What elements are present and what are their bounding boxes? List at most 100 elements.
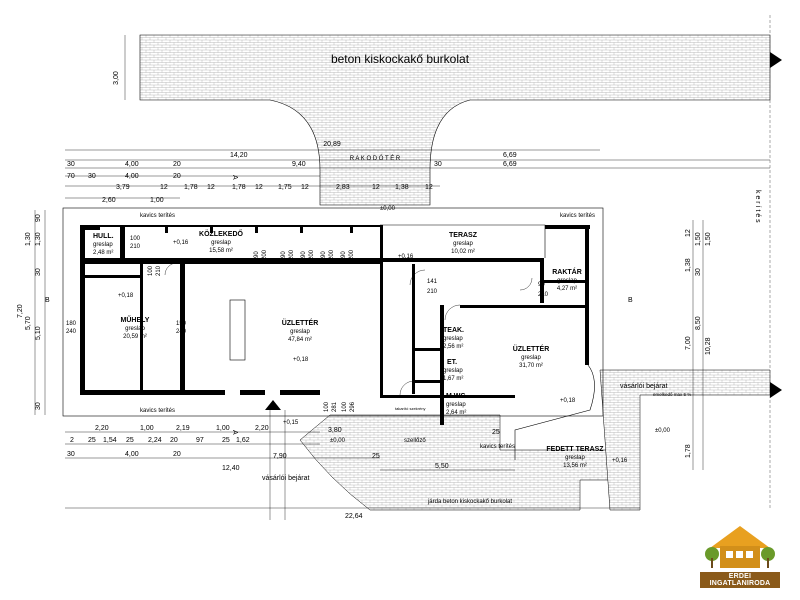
svg-text:30: 30 [35,402,42,410]
svg-text:7,90: 7,90 [273,453,287,460]
dim: 6,69 [503,152,517,159]
svg-text:90: 90 [254,251,260,258]
svg-text:90: 90 [341,251,347,258]
dim: 14,20 [230,152,248,159]
svg-text:47,84 m²: 47,84 m² [288,337,312,343]
dim-chains-right: 12 1,50 1,50 1,38 30 7,00 8,50 10,28 1,7… [685,220,712,470]
svg-text:greslap: greslap [211,240,231,246]
svg-text:1,62: 1,62 [236,437,250,444]
svg-text:2,20: 2,20 [95,425,109,432]
svg-text:greslap: greslap [290,329,310,335]
entrance-label-right: vásárlói bejárat [620,383,668,390]
room-muhely: MŰHELY greslap 20,59 m² [121,315,150,340]
section-mark-a: A [231,175,238,180]
dim: 20 [173,173,181,180]
gravel-label: kavics terítés [560,213,595,219]
svg-text:greslap: greslap [125,326,145,332]
ventilation-label: szellőző [404,438,426,444]
svg-text:90: 90 [35,214,42,222]
dim: 6,69 [503,161,517,168]
svg-text:greslap: greslap [565,455,585,461]
svg-text:200: 200 [289,249,295,260]
svg-text:100: 100 [148,265,154,276]
svg-text:greslap: greslap [557,278,577,284]
dim: 9,40 [292,161,306,168]
svg-text:2,56 m²: 2,56 m² [443,344,463,350]
svg-text:200: 200 [262,249,268,260]
svg-text:+0,15: +0,15 [283,420,299,426]
dim: 12 [301,184,309,191]
svg-text:25: 25 [126,437,134,444]
svg-text:greslap: greslap [443,336,463,342]
svg-text:+0,18: +0,18 [293,357,309,363]
svg-text:296: 296 [350,401,356,412]
svg-text:2,48 m²: 2,48 m² [93,250,113,256]
terrace-outline [380,224,546,258]
svg-text:200: 200 [329,249,335,260]
svg-text:100: 100 [130,236,141,242]
svg-text:30: 30 [35,268,42,276]
door-swings [164,262,533,396]
svg-text:greslap: greslap [443,368,463,374]
svg-text:20,59 m²: 20,59 m² [123,334,147,340]
gravel-label: kavics terítés [480,444,515,450]
svg-text:1,54: 1,54 [103,437,117,444]
svg-text:25: 25 [222,437,230,444]
svg-text:+0,16: +0,16 [612,458,628,464]
svg-text:5,50: 5,50 [435,463,449,470]
svg-text:RAKTÁR: RAKTÁR [552,267,582,276]
svg-text:281: 281 [332,401,338,412]
svg-text:+0,18: +0,18 [118,293,134,299]
room-fedett-terasz: FEDETT TERASZ greslap 13,56 m² [546,446,604,469]
dim: 12 [425,184,433,191]
svg-text:10,28: 10,28 [705,337,712,355]
section-arrow-icon [770,52,782,68]
svg-text:30: 30 [695,268,702,276]
dim-chains-left: 90 1,30 1,30 30 7,20 5,70 5,10 30 [17,210,46,415]
svg-text:1,78: 1,78 [685,444,692,458]
svg-text:3,80: 3,80 [328,427,342,434]
svg-text:31,70 m²: 31,70 m² [519,363,543,369]
svg-text:±0,00: ±0,00 [330,438,346,444]
svg-text:25: 25 [88,437,96,444]
dim: 70 [67,173,75,180]
room-raktar: RAKTÁR greslap 4,27 m² [552,267,582,292]
rakodoter-label: R A K O D Ó T É R [350,155,401,162]
svg-text:2,19: 2,19 [176,425,190,432]
dim: 4,00 [125,161,139,168]
paving-area-top [139,34,771,206]
dim: 1,78 [232,184,246,191]
section-mark-b: B [45,297,50,304]
svg-text:±0,00: ±0,00 [380,206,396,212]
svg-text:2: 2 [70,437,74,444]
svg-text:200: 200 [349,249,355,260]
svg-text:8,50: 8,50 [695,316,702,330]
level-markers: ±0,00 +0,16 +0,16 +0,18 +0,18 +0,18 +0,1… [118,206,671,464]
svg-text:1,30: 1,30 [25,232,32,246]
cleaning-closet-label: takarító szekrény [395,406,425,411]
svg-text:180: 180 [66,321,77,327]
dim-overall: 20,89 [323,141,341,148]
svg-text:1,00: 1,00 [216,425,230,432]
svg-text:4,27 m²: 4,27 m² [557,286,577,292]
svg-text:1,50: 1,50 [705,232,712,246]
svg-text:100: 100 [342,401,348,412]
svg-text:FEDETT TERASZ: FEDETT TERASZ [546,446,604,453]
svg-text:+0,16: +0,16 [398,254,414,260]
section-mark-b: B [628,297,633,304]
svg-text:greslap: greslap [93,242,113,248]
svg-text:ET.: ET. [447,359,457,366]
svg-text:7,00: 7,00 [685,336,692,350]
svg-text:5,10: 5,10 [35,326,42,340]
svg-text:210: 210 [130,244,141,250]
dim: 30 [67,161,75,168]
svg-text:+0,18: +0,18 [560,398,576,404]
company-logo: ERDEI INGATLANIRODA [700,518,780,588]
room-terasz: TERASZ greslap 10,02 m² [449,232,478,255]
gravel-label: kavics terítés [140,213,175,219]
house-logo-icon [705,526,775,568]
dim: 12 [207,184,215,191]
svg-text:150: 150 [176,321,187,327]
dim: 2,83 [336,184,350,191]
